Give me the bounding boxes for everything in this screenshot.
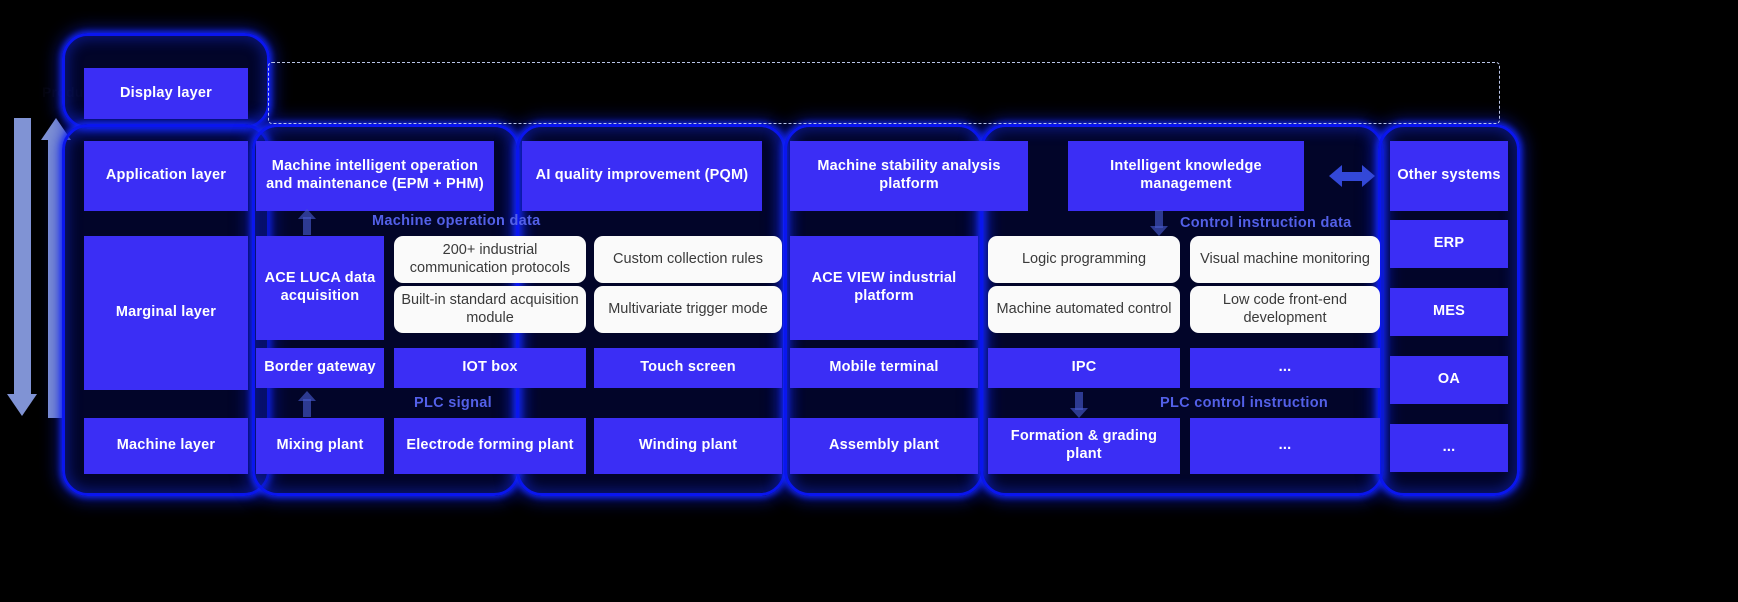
plant-formation-grading[interactable]: Formation & grading plant bbox=[988, 418, 1180, 474]
app-card-epm-phm[interactable]: Machine intelligent operation and mainte… bbox=[256, 141, 494, 211]
device-border-gateway[interactable]: Border gateway bbox=[256, 348, 384, 388]
feature-low-code-front-end-development[interactable]: Low code front-end development bbox=[1190, 286, 1380, 333]
flow-label-plc-signal: PLC signal bbox=[414, 395, 492, 411]
layer-label-machine[interactable]: Machine layer bbox=[84, 418, 248, 474]
feature-custom-collection-rules[interactable]: Custom collection rules bbox=[594, 236, 782, 283]
flow-label-plc-control-instruction: PLC control instruction bbox=[1160, 395, 1329, 411]
plant-assembly[interactable]: Assembly plant bbox=[790, 418, 978, 474]
plant-more[interactable]: ... bbox=[1190, 418, 1380, 474]
plc-signal-arrow bbox=[296, 391, 318, 417]
app-card-knowledge[interactable]: Intelligent knowledge management bbox=[1068, 141, 1304, 211]
side-flow-arrows bbox=[7, 118, 71, 418]
app-card-pqm[interactable]: AI quality improvement (PQM) bbox=[522, 141, 762, 211]
app-card-stability[interactable]: Machine stability analysis platform bbox=[790, 141, 1028, 211]
platform-ace-luca[interactable]: ACE LUCA data acquisition bbox=[256, 236, 384, 340]
other-system-oa[interactable]: OA bbox=[1390, 356, 1508, 404]
other-systems-header[interactable]: Other systems bbox=[1390, 141, 1508, 211]
layer-label-display[interactable]: Display layer bbox=[84, 68, 248, 119]
platform-ace-view[interactable]: ACE VIEW industrial platform bbox=[790, 236, 978, 340]
other-system-erp[interactable]: ERP bbox=[1390, 220, 1508, 268]
feature-machine-automated-control[interactable]: Machine automated control bbox=[988, 286, 1180, 333]
machine-operation-data-arrow bbox=[296, 209, 318, 235]
device-mobile-terminal[interactable]: Mobile terminal bbox=[790, 348, 978, 388]
flow-label-control-instruction-data: Control instruction data bbox=[1180, 215, 1352, 231]
feature-standard-acquisition-module[interactable]: Built-in standard acquisition module bbox=[394, 286, 586, 333]
device-iot-box[interactable]: IOT box bbox=[394, 348, 586, 388]
feature-industrial-protocols[interactable]: 200+ industrial communication protocols bbox=[394, 236, 586, 283]
other-system-more[interactable]: ... bbox=[1390, 424, 1508, 472]
layer-label-application[interactable]: Application layer bbox=[84, 141, 248, 211]
feature-logic-programming[interactable]: Logic programming bbox=[988, 236, 1180, 283]
layer-label-marginal[interactable]: Marginal layer bbox=[84, 236, 248, 390]
plc-control-instruction-arrow bbox=[1068, 392, 1090, 418]
device-more[interactable]: ... bbox=[1190, 348, 1380, 388]
flow-label-machine-operation-data: Machine operation data bbox=[372, 213, 541, 229]
feature-multivariate-trigger-mode[interactable]: Multivariate trigger mode bbox=[594, 286, 782, 333]
device-ipc[interactable]: IPC bbox=[988, 348, 1180, 388]
plant-winding[interactable]: Winding plant bbox=[594, 418, 782, 474]
other-system-mes[interactable]: MES bbox=[1390, 288, 1508, 336]
feature-visual-machine-monitoring[interactable]: Visual machine monitoring bbox=[1190, 236, 1380, 283]
plant-mixing[interactable]: Mixing plant bbox=[256, 418, 384, 474]
device-touch-screen[interactable]: Touch screen bbox=[594, 348, 782, 388]
control-instruction-data-arrow bbox=[1148, 210, 1170, 236]
app-to-other-systems-arrow bbox=[1329, 165, 1375, 187]
display-layer-dashed-container bbox=[268, 62, 1500, 124]
plant-electrode-forming[interactable]: Electrode forming plant bbox=[394, 418, 586, 474]
